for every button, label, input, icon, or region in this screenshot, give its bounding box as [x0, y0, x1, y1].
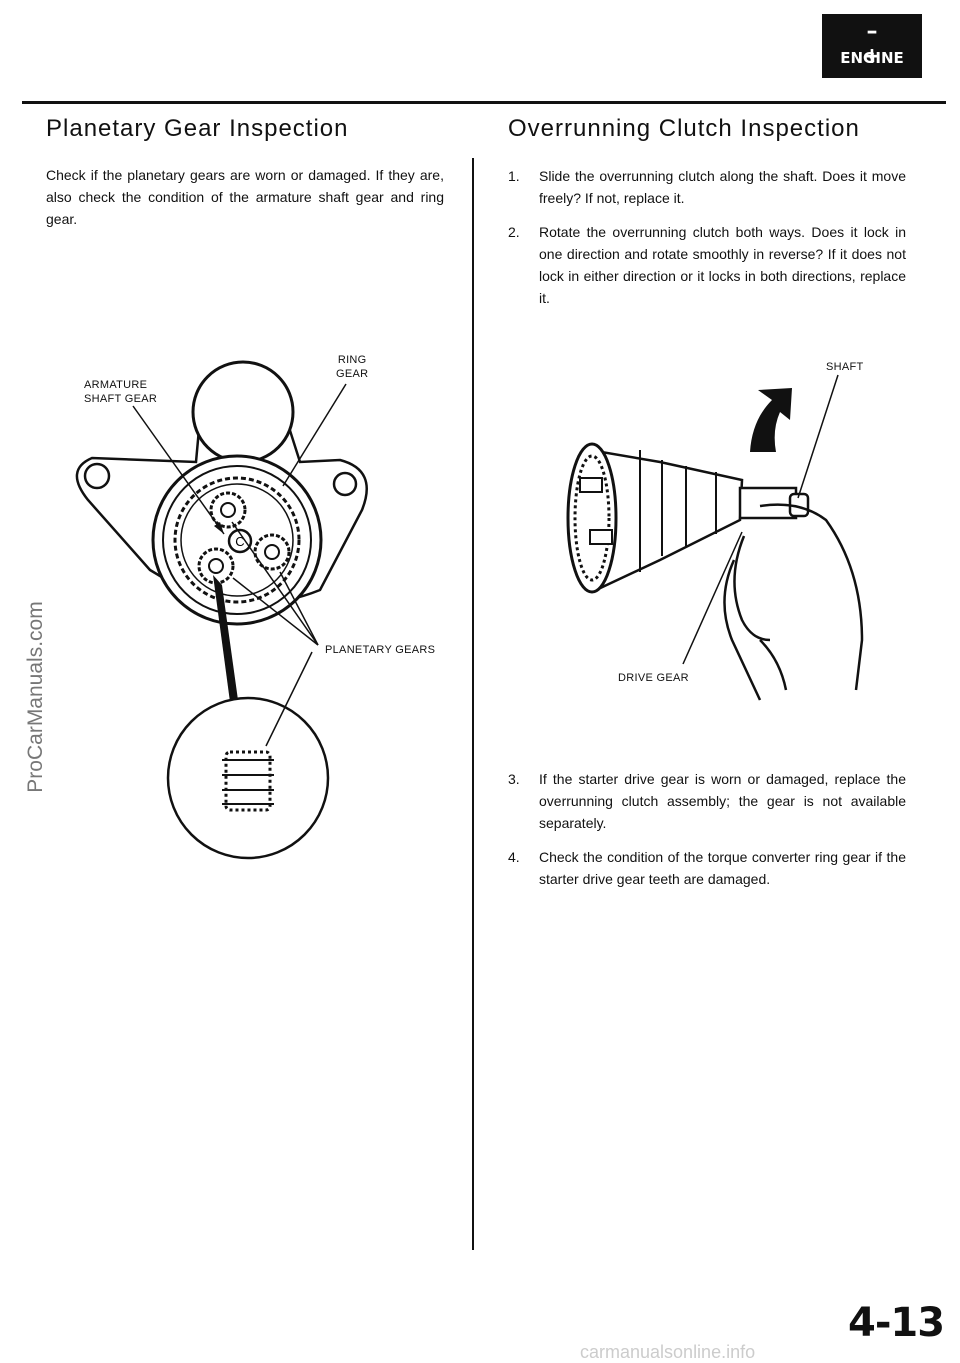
planetary-gear-heading: Planetary Gear Inspection — [46, 115, 349, 142]
right-bolt-hole — [332, 471, 358, 497]
drive-gear-leader — [682, 531, 743, 665]
header-rule — [22, 101, 946, 104]
step-4: 4.Check the condition of the torque conv… — [508, 849, 906, 887]
planetary-leader-2 — [232, 577, 319, 646]
ring-gear-label: RING GEAR — [336, 354, 369, 380]
planetary-gear-diagram: C — [75, 360, 368, 860]
column-divider — [472, 158, 474, 1250]
overrunning-clutch-diagram — [566, 374, 864, 701]
magnify-pointer — [213, 575, 238, 702]
planetary-leader-1 — [231, 521, 319, 646]
housing-inner-ring — [162, 465, 312, 615]
battery-polarity-icon: – + — [862, 19, 912, 69]
detail-gear — [224, 750, 272, 812]
hand-outline — [723, 503, 864, 701]
sun-gear — [227, 528, 253, 554]
step-3: 3.If the starter drive gear is worn or d… — [508, 771, 906, 831]
planetary-gears-label: PLANETARY GEARS — [325, 644, 436, 656]
clutch-inner-teeth — [573, 454, 611, 582]
drive-gear-label: DRIVE GEAR — [618, 672, 689, 684]
planetary-gear-top — [209, 491, 247, 529]
armature-shaft-gear-label: ARMATURE SHAFT GEAR — [84, 379, 158, 405]
shaft-label: SHAFT — [826, 361, 864, 373]
step-1: 1.Slide the overrunning clutch along the… — [508, 168, 906, 206]
ring-gear-leader — [282, 383, 347, 487]
rotation-arrow-icon — [716, 388, 792, 452]
armature-leader — [132, 405, 225, 535]
ring-gear-teeth — [173, 476, 301, 604]
shaft-leader — [797, 374, 839, 499]
left-bolt-hole — [83, 462, 111, 490]
inspection-steps-b: 3.If the starter drive gear is worn or d… — [508, 768, 906, 902]
detail-leader — [265, 651, 313, 747]
shaft — [738, 486, 798, 520]
ring-gear — [180, 483, 294, 597]
planetary-leader-3 — [279, 571, 319, 646]
footer-watermark: carmanualsonline.info — [580, 1342, 756, 1362]
side-watermark: ProCarManuals.com — [24, 601, 47, 793]
overrunning-clutch-heading: Overrunning Clutch Inspection — [508, 115, 860, 142]
step-2: 2.Rotate the overrunning clutch both way… — [508, 224, 906, 306]
planetary-gear-body: Check if the planetary gears are worn or… — [46, 167, 444, 227]
section-label: ENGINE — [840, 49, 904, 67]
inspection-steps-a: 1.Slide the overrunning clutch along the… — [508, 165, 906, 321]
planetary-gear-right — [253, 533, 291, 571]
engine-section-badge: – + ENGINE — [822, 14, 922, 78]
sun-gear-mark: C — [235, 534, 244, 549]
page-number: 4-13 — [848, 1300, 945, 1346]
detail-circle — [166, 696, 330, 860]
